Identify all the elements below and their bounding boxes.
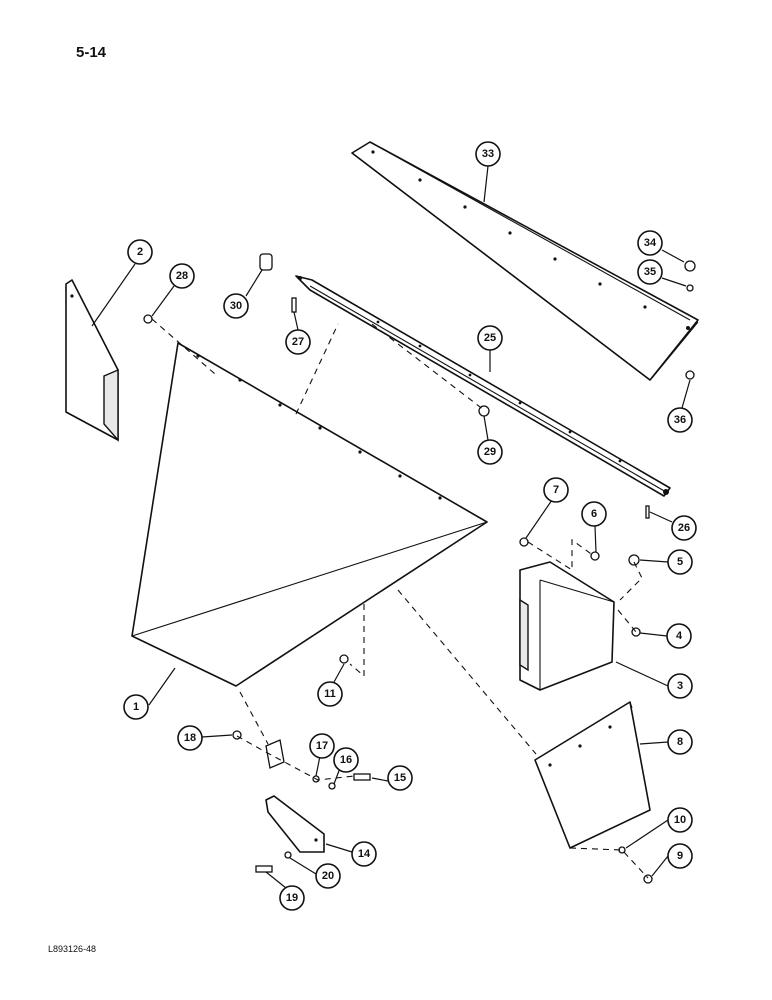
callout-8: 8 <box>639 729 693 755</box>
callout-10: 10 <box>625 807 693 849</box>
callout-label: 25 <box>484 332 496 344</box>
part-8-plate <box>534 701 651 849</box>
callout-36: 36 <box>667 379 693 433</box>
hardware <box>143 253 696 884</box>
callout-label: 35 <box>644 266 656 278</box>
callout-label: 11 <box>324 688 336 700</box>
callout-label: 33 <box>482 148 494 160</box>
callout-label: 10 <box>674 814 686 826</box>
callout-15: 15 <box>371 765 413 791</box>
part-1-panel <box>131 342 488 687</box>
callout-30: 30 <box>223 269 263 319</box>
callout-27: 27 <box>285 311 311 355</box>
callout-19: 19 <box>265 871 305 911</box>
callout-25: 25 <box>477 325 503 372</box>
callout-16: 16 <box>333 747 359 785</box>
callout-label: 34 <box>644 237 657 249</box>
callout-label: 9 <box>677 850 683 862</box>
part-2-bracket <box>65 279 119 442</box>
callout-label: 17 <box>316 740 328 752</box>
callout-label: 5 <box>677 556 683 568</box>
callout-label: 19 <box>286 892 298 904</box>
callout-11: 11 <box>317 663 345 707</box>
callouts: 1 2 3 4 5 6 7 8 9 10 11 14 15 16 17 18 1… <box>91 141 697 911</box>
callout-label: 30 <box>230 300 242 312</box>
callout-label: 18 <box>184 732 196 744</box>
callout-14: 14 <box>325 841 377 867</box>
callout-label: 27 <box>292 336 304 348</box>
callout-label: 4 <box>676 630 683 642</box>
callout-label: 28 <box>176 270 188 282</box>
callout-label: 16 <box>340 754 352 766</box>
part-18-clamp <box>265 739 285 769</box>
callout-label: 15 <box>394 772 406 784</box>
callout-29: 29 <box>477 415 503 465</box>
callout-label: 29 <box>484 446 496 458</box>
callout-34: 34 <box>637 230 685 263</box>
assembly-lines <box>151 318 649 879</box>
callout-label: 3 <box>677 680 683 692</box>
callout-label: 26 <box>678 522 690 534</box>
callout-26: 26 <box>649 511 697 541</box>
callout-1: 1 <box>123 667 176 720</box>
callout-28: 28 <box>151 263 195 317</box>
callout-5: 5 <box>639 549 693 575</box>
part-14-bracket <box>265 795 325 853</box>
callout-9: 9 <box>651 843 693 877</box>
callout-label: 14 <box>358 848 371 860</box>
callout-4: 4 <box>639 623 692 649</box>
page-number: 5-14 <box>76 44 107 61</box>
part-3-housing <box>519 561 615 691</box>
callout-17: 17 <box>309 733 335 777</box>
callout-label: 20 <box>322 870 334 882</box>
callout-label: 1 <box>133 701 139 713</box>
callout-7: 7 <box>525 477 569 539</box>
callout-33: 33 <box>475 141 501 203</box>
callout-label: 6 <box>591 508 597 520</box>
callout-label: 2 <box>137 246 143 258</box>
callout-label: 36 <box>674 414 686 426</box>
part-33-deflector <box>351 141 699 381</box>
figure-code: L893126-48 <box>48 944 97 954</box>
callout-label: 8 <box>677 736 683 748</box>
callout-35: 35 <box>637 259 687 287</box>
callout-label: 7 <box>553 484 559 496</box>
callout-18: 18 <box>177 725 233 751</box>
callout-3: 3 <box>615 661 693 699</box>
callout-2: 2 <box>91 239 153 327</box>
part-25-rod <box>295 275 671 497</box>
callout-6: 6 <box>581 501 607 553</box>
callout-20: 20 <box>289 857 341 889</box>
